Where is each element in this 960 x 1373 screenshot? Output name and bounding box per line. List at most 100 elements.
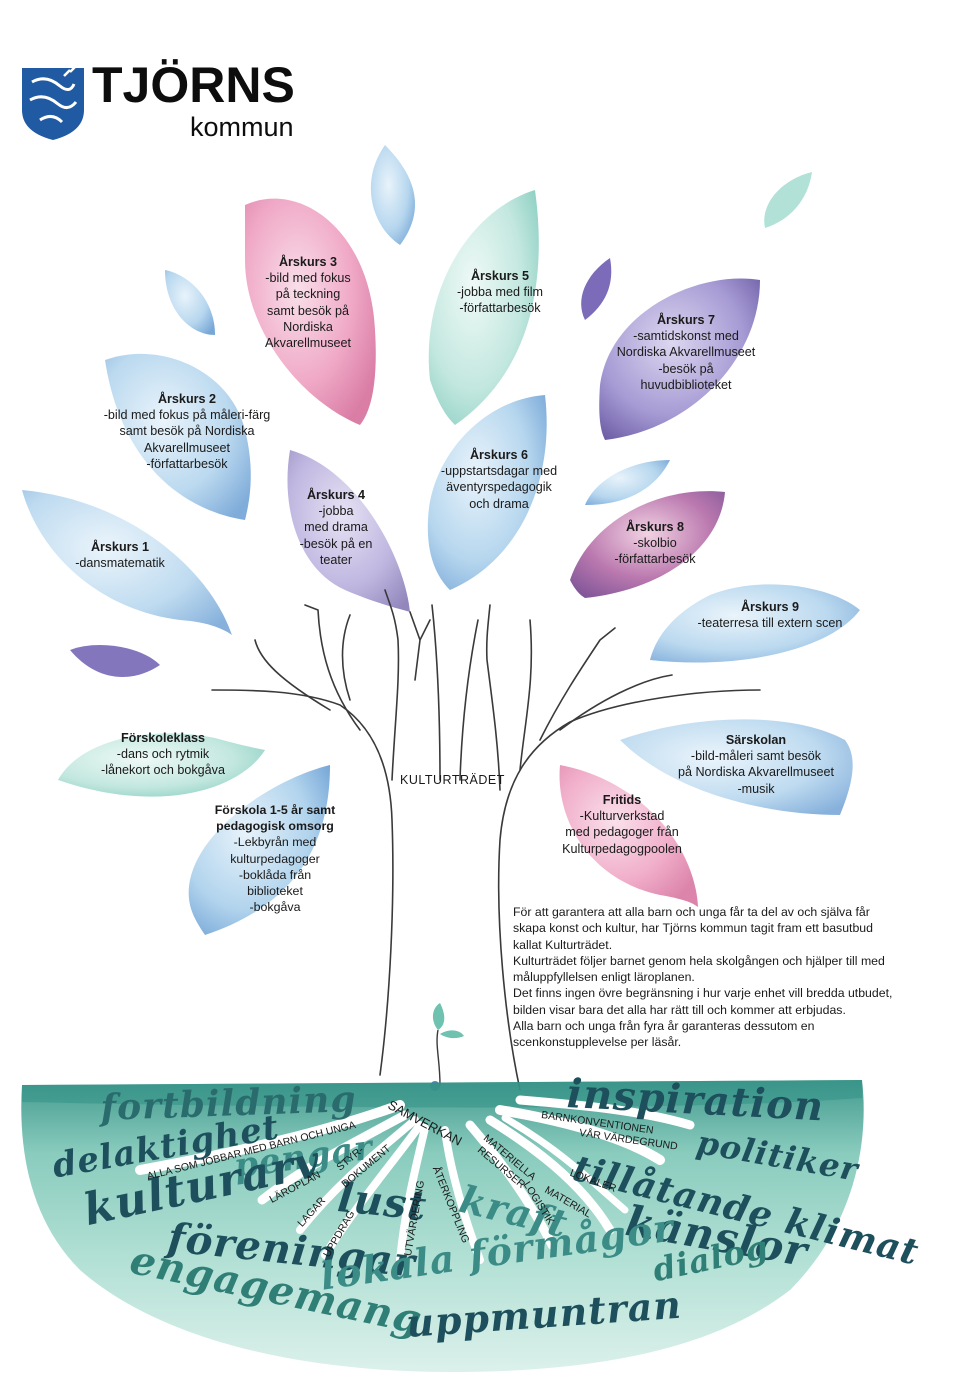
leaf-line: -samtidskonst med: [633, 329, 739, 344]
leaf-small-blue-right: [585, 460, 670, 505]
leaf-arskurs9: [650, 584, 860, 663]
leaf-forskoleklass: [58, 733, 265, 797]
leaf-sarskolan: [620, 719, 853, 815]
leaf-line: och drama: [469, 496, 529, 511]
leaf-arskurs3: [245, 198, 376, 425]
leaf-small-violet-left: [70, 645, 160, 677]
leaf-arskurs6: [427, 395, 547, 590]
leaf-title: Förskoleklass: [120, 731, 205, 745]
leaf-line: -lånekort och bokgåva: [101, 763, 225, 778]
info-line: kallat Kulturträdet.: [513, 937, 613, 952]
leaf-small-violet: [581, 258, 612, 320]
root-system: [135, 1095, 695, 1264]
leaf-line: -bild med fokus på måleri-färg: [103, 408, 271, 423]
leaf-line: -boklåda från: [238, 867, 312, 882]
leaf-small-teal-right: [764, 172, 812, 228]
leaf-label-arskurs3: Årskurs 3 -bild med fokus på teckning sa…: [246, 254, 370, 351]
leaf-title: Fritids: [602, 793, 642, 807]
leaf-title: Årskurs 6: [469, 448, 529, 462]
info-line: måluppfyllelsen enligt läroplanen.: [513, 970, 695, 985]
info-line: skapa konst och kultur, har Tjörns kommu…: [513, 921, 873, 936]
leaf-line: -Kulturverkstad: [579, 809, 665, 824]
info-line: För att garantera att alla barn och unga…: [513, 905, 870, 919]
leaf-arskurs7: [599, 278, 760, 440]
leaf-title: Årskurs 4: [306, 488, 366, 502]
leaf-line: Kulturpedagogpoolen: [562, 841, 682, 856]
leaf-title: Årskurs 8: [625, 520, 685, 534]
leaf-line: -författarbesök: [614, 552, 696, 567]
coat-of-arms-icon: [22, 65, 84, 140]
leaf-label-forskola: Förskola 1-5 år samt pedagogisk omsorg -…: [205, 802, 345, 915]
leaf-line: -författarbesök: [146, 456, 228, 471]
leaf-line: teater: [319, 552, 353, 567]
leaf-line: Nordiska: [283, 319, 333, 334]
leaf-line: med drama: [304, 520, 368, 535]
leaf-line: -besök på: [658, 361, 714, 376]
leaf-label-arskurs4: Årskurs 4 -jobba med drama -besök på en …: [288, 487, 384, 568]
leaf-line: -teaterresa till extern scen: [697, 616, 843, 631]
leaf-line: -bokgåva: [249, 900, 301, 915]
leaf-title: Årskurs 1: [90, 540, 150, 554]
leaf-line: -uppstartsdagar med: [440, 464, 558, 479]
leaf-line: huvudbiblioteket: [640, 377, 732, 392]
info-line: scenkonstupplevelse per läsår.: [513, 1035, 682, 1050]
leaf-line: äventyrspedagogik: [446, 480, 552, 495]
leaf-title: Årskurs 3: [278, 255, 338, 269]
leaf-small-blue-top: [370, 145, 415, 245]
leaf-label-fritids: Fritids -Kulturverkstad med pedagoger fr…: [553, 792, 691, 857]
leaf-title: Årskurs 5: [470, 269, 530, 283]
leaf-arskurs1: [22, 490, 232, 635]
leaf-label-arskurs2: Årskurs 2 -bild med fokus på måleri-färg…: [92, 391, 282, 472]
leaf-line: -besök på en: [299, 536, 373, 551]
leaf-arskurs8: [570, 491, 725, 598]
leaf-line: med pedagoger från: [565, 825, 679, 840]
leaf-line: pedagogisk omsorg: [216, 819, 334, 834]
leaf-line: -dans och rytmik: [116, 747, 210, 762]
leaf-line: -dansmatematik: [75, 556, 165, 571]
leaf-line: -bild-måleri samt besök: [690, 749, 822, 764]
leaf-arskurs2: [105, 353, 251, 520]
leaf-line: på Nordiska Akvarellmuseet: [677, 765, 835, 780]
info-line: bilden visar bara det alla har rätt till…: [513, 1002, 846, 1017]
leaf-forskola: [188, 765, 330, 935]
leaf-arskurs5: [428, 190, 539, 425]
tree-outline: [211, 589, 761, 1091]
leaf-title: Särskolan: [725, 733, 787, 747]
info-line: Alla barn och unga från fyra år garanter…: [513, 1019, 815, 1034]
leaf-fritids: [559, 765, 698, 907]
leaf-line: kulturpedagoger: [230, 851, 320, 866]
leaf-label-arskurs8: Årskurs 8 -skolbio -författarbesök: [608, 519, 702, 568]
leaf-arskurs4: [287, 450, 410, 612]
leaf-small-blue-left: [165, 270, 215, 335]
leaf-line: -musik: [737, 781, 775, 796]
leaf-line: samt besök på: [267, 303, 349, 318]
logo-title: TJÖRNS: [92, 57, 295, 113]
leaf-title: Årskurs 9: [740, 600, 800, 614]
leaf-line: -jobba med film: [456, 285, 544, 300]
leaf-label-arskurs9: Årskurs 9 -teaterresa till extern scen: [685, 599, 855, 631]
leaf-line: -bild med fokus: [265, 271, 351, 286]
leaf-line: -författarbesök: [459, 301, 541, 316]
info-paragraph: För att garantera att alla barn och unga…: [513, 904, 943, 1051]
leaf-title: Årskurs 7: [656, 313, 716, 327]
leaf-title: Årskurs 2: [157, 392, 217, 406]
leaf-line: Akvarellmuseet: [143, 440, 231, 455]
leaf-label-arskurs5: Årskurs 5 -jobba med film -författarbesö…: [440, 268, 560, 317]
leaf-label-sarskolan: Särskolan -bild-måleri samt besök på Nor…: [665, 732, 847, 797]
leaf-line: -Lekbyrån med: [233, 835, 317, 850]
trunk-label: KULTURTRÄDET: [400, 773, 505, 787]
info-line: Kulturträdet följer barnet genom hela sk…: [513, 953, 885, 968]
leaf-line: biblioteket: [247, 884, 303, 899]
leaf-label-forskoleklass: Förskoleklass -dans och rytmik -lånekort…: [90, 730, 236, 779]
leaf-line: Akvarellmuseet: [264, 336, 352, 351]
leaf-line: -skolbio: [633, 536, 677, 551]
leaf-label-arskurs6: Årskurs 6 -uppstartsdagar med äventyrspe…: [432, 447, 566, 512]
leaf-line: Nordiska Akvarellmuseet: [616, 345, 756, 360]
leaf-label-arskurs1: Årskurs 1 -dansmatematik: [60, 539, 180, 571]
leaf-title: Förskola 1-5 år samt: [214, 803, 336, 817]
sprout-icon: [430, 1003, 464, 1091]
logo-subtitle: kommun: [190, 112, 294, 142]
leaf-line: -jobba: [318, 504, 354, 519]
info-line: Det finns ingen övre begränsning i hur v…: [513, 986, 893, 1001]
